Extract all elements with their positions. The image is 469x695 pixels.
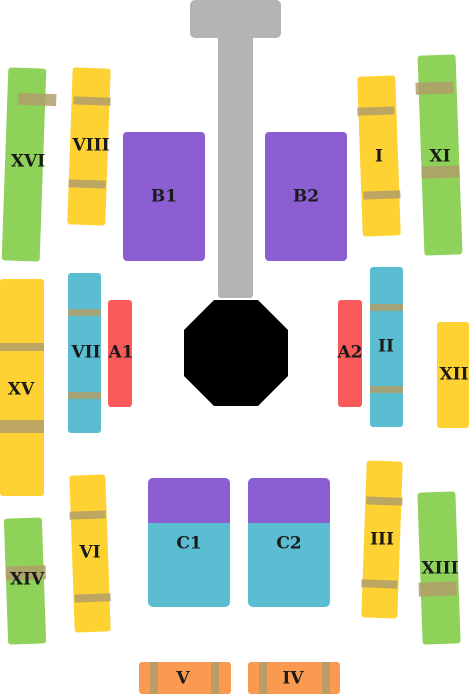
section-label: A2	[336, 343, 362, 363]
section-iv[interactable]: IV	[248, 662, 340, 694]
section-ii[interactable]: II	[370, 267, 403, 427]
section-vi[interactable]: VI	[69, 474, 111, 633]
section-label: B2	[293, 187, 319, 207]
section-xvi[interactable]: XVI	[1, 67, 57, 262]
section-xiii[interactable]: XIII	[417, 491, 461, 645]
section-xi[interactable]: XI	[415, 54, 463, 256]
section-label: I	[375, 147, 383, 167]
section-c1[interactable]: C1	[148, 478, 230, 607]
section-label: C2	[276, 534, 301, 554]
section-label: C1	[176, 534, 201, 554]
section-label: A1	[107, 343, 133, 363]
section-xv[interactable]: XV	[0, 279, 44, 496]
section-label: XVI	[11, 152, 45, 172]
section-label: VIII	[71, 136, 109, 156]
section-label: III	[370, 530, 394, 550]
section-label: XIV	[10, 570, 45, 590]
section-label: B1	[151, 187, 177, 207]
section-v[interactable]: V	[139, 662, 231, 694]
catwalk	[190, 0, 281, 298]
section-i[interactable]: I	[357, 75, 401, 237]
section-a1[interactable]: A1	[107, 300, 134, 407]
section-label: XIII	[421, 559, 458, 579]
catwalk-runway	[218, 30, 253, 298]
section-xii[interactable]: XII	[437, 322, 469, 428]
section-label: IV	[282, 669, 304, 689]
section-vii[interactable]: VII	[68, 273, 101, 433]
section-iii[interactable]: III	[361, 460, 403, 619]
section-label: XI	[429, 147, 450, 167]
section-viii[interactable]: VIII	[67, 67, 111, 226]
catwalk-top	[190, 0, 281, 38]
section-label: XII	[439, 365, 468, 385]
section-b1[interactable]: B1	[123, 132, 205, 261]
section-a2[interactable]: A2	[336, 300, 363, 407]
section-label: V	[175, 669, 190, 689]
section-label: VI	[78, 543, 100, 563]
section-label: VII	[70, 343, 100, 363]
section-b2[interactable]: B2	[265, 132, 347, 261]
octagon-stage	[184, 300, 288, 406]
section-xiv[interactable]: XIV	[3, 517, 47, 645]
section-label: XV	[8, 380, 35, 400]
section-c2[interactable]: C2	[248, 478, 330, 607]
section-label: II	[378, 337, 394, 357]
